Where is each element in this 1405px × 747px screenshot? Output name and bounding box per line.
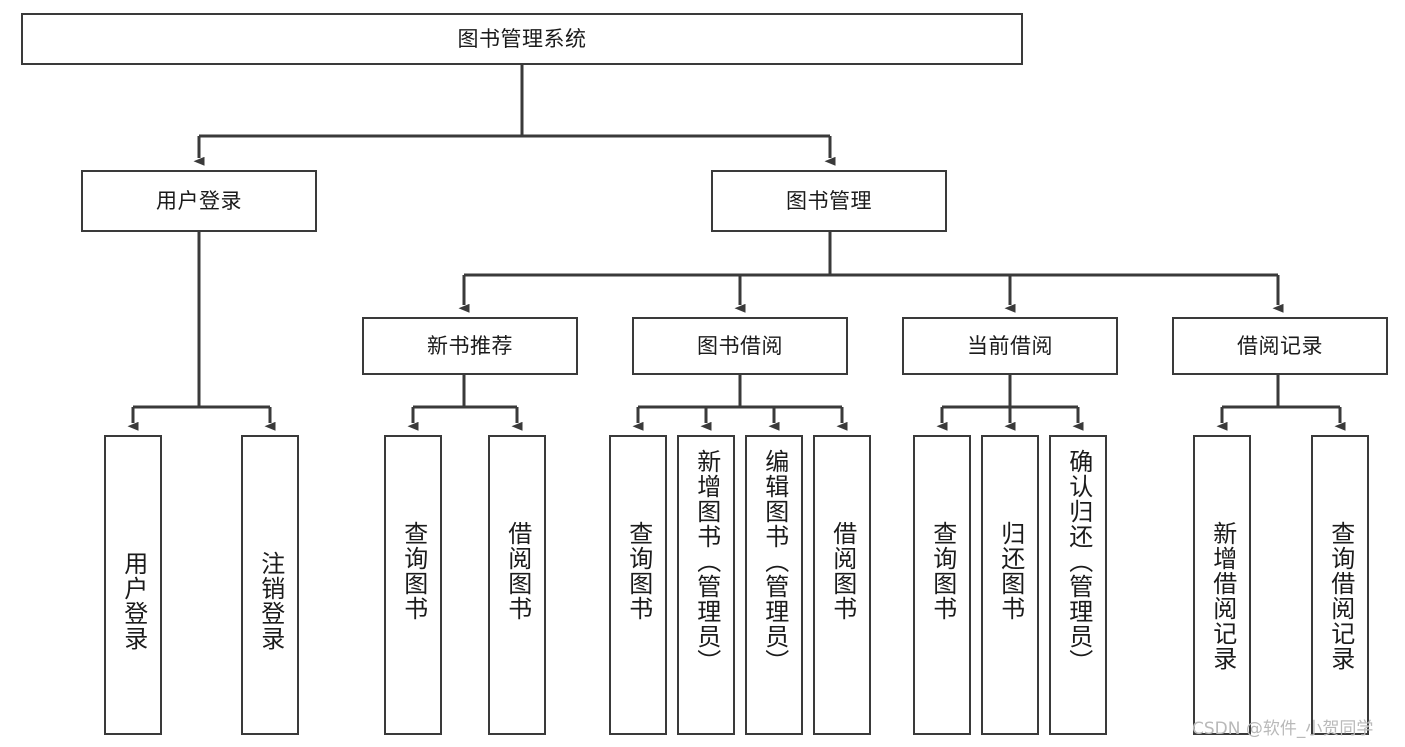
- node-label: 查询图书: [624, 521, 653, 621]
- leaf-record-add-borrow-record[interactable]: 新增借阅记录: [1193, 435, 1251, 735]
- node-label: 新书推荐: [427, 333, 513, 358]
- node-label: 借阅记录: [1237, 333, 1323, 358]
- leaf-borrow-query-book[interactable]: 查询图书: [609, 435, 667, 735]
- leaf-borrow-add-book-admin[interactable]: 新增图书（管理员）: [677, 435, 735, 735]
- node-label: 新增借阅记录: [1208, 521, 1237, 671]
- node-book-management[interactable]: 图书管理: [711, 170, 947, 232]
- leaf-newbook-query-book[interactable]: 查询图书: [384, 435, 442, 735]
- leaf-borrow-borrow-book[interactable]: 借阅图书: [813, 435, 871, 735]
- node-user-login[interactable]: 用户登录: [81, 170, 317, 232]
- node-label: 借阅图书: [503, 521, 532, 621]
- leaf-newbook-borrow-book[interactable]: 借阅图书: [488, 435, 546, 735]
- node-label: 图书管理: [786, 188, 872, 213]
- node-label: 用户登录: [156, 188, 242, 213]
- node-label: 注销登录: [256, 551, 285, 651]
- node-label: 归还图书: [996, 521, 1025, 621]
- node-new-book-recommend[interactable]: 新书推荐: [362, 317, 578, 375]
- node-label: 查询图书: [399, 521, 428, 621]
- leaf-borrow-edit-book-admin[interactable]: 编辑图书（管理员）: [745, 435, 803, 735]
- node-label: 确认归还（管理员）: [1064, 449, 1093, 674]
- node-label: 编辑图书（管理员）: [760, 449, 789, 674]
- node-label: 图书管理系统: [457, 26, 587, 51]
- csdn-watermark: CSDN @软件_小贺同学: [1192, 719, 1374, 739]
- node-label: 当前借阅: [967, 333, 1053, 358]
- node-label: 新增图书（管理员）: [692, 449, 721, 674]
- node-root-system[interactable]: 图书管理系统: [21, 13, 1023, 65]
- node-label: 查询图书: [928, 521, 957, 621]
- leaf-current-confirm-return-admin[interactable]: 确认归还（管理员）: [1049, 435, 1107, 735]
- leaf-current-return-book[interactable]: 归还图书: [981, 435, 1039, 735]
- node-book-borrow[interactable]: 图书借阅: [632, 317, 848, 375]
- node-label: 查询借阅记录: [1326, 521, 1355, 671]
- node-label: 用户登录: [119, 551, 148, 651]
- leaf-current-query-book[interactable]: 查询图书: [913, 435, 971, 735]
- node-label: 图书借阅: [697, 333, 783, 358]
- leaf-record-query-borrow-record[interactable]: 查询借阅记录: [1311, 435, 1369, 735]
- leaf-user-logout[interactable]: 注销登录: [241, 435, 299, 735]
- node-label: 借阅图书: [828, 521, 857, 621]
- leaf-user-login[interactable]: 用户登录: [104, 435, 162, 735]
- node-borrow-record[interactable]: 借阅记录: [1172, 317, 1388, 375]
- node-current-borrow[interactable]: 当前借阅: [902, 317, 1118, 375]
